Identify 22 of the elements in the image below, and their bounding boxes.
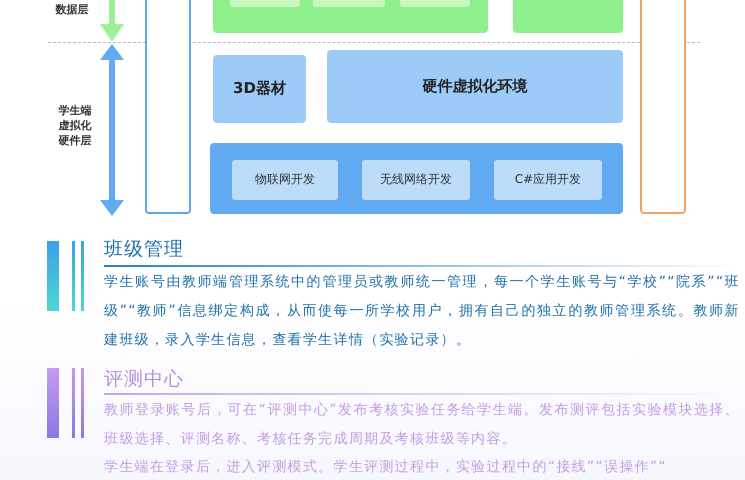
box-label: C#应用开发 [514,172,582,188]
layer-label: 学生端虚拟化硬件层 [58,104,92,149]
section-heading: 班级管理 [104,237,184,262]
panel [145,0,191,214]
feature-box [494,160,602,200]
panel [640,0,686,214]
box-label: 3D器材 [232,79,287,99]
module-box [213,55,306,123]
section-heading: 评测中心 [104,367,184,392]
layer-label: 数据层 [55,3,90,18]
feature-box [232,160,338,200]
layer-panel [210,143,623,214]
section-paragraph: 学生端在登录后，进入评测模式。学生评测过程中，实验过程中的“接线”“误操作”“ [104,458,668,477]
layer-panel [213,0,488,33]
feature-box [362,160,470,200]
box-label: 物联网开发 [254,172,316,188]
section-paragraph: 学生账号由教师端管理系统中的管理员或教师统一管理，每一个学生账号与“学校”“院系”“班级”“教师”信息绑定构成，从而使每一所学校用户，拥有自己的独立的教师管理系统。教师新建班级，录入学生信息，查看学生详情（实验记录）。 [104,273,740,350]
box-label: 无线网络开发 [379,172,453,188]
box-label: 硬件虚拟化环境 [421,76,528,96]
section-paragraph: 教师登录账号后，可在“评测中心”发布考核实验任务给学生端。发布测评包括实验模块选择、班级选择、评测名称、考核任务完成周期及考核班级等内容。 [104,401,740,449]
module-box [327,50,623,123]
panel [513,0,623,33]
